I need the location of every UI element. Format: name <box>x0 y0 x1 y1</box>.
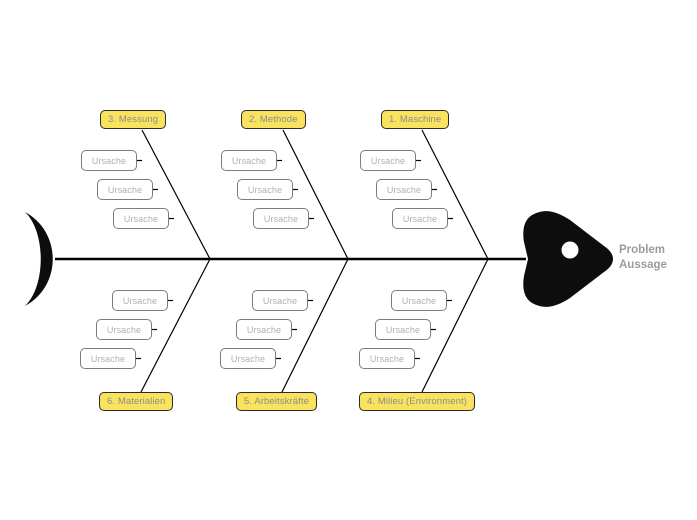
category-box-milieu[interactable]: 4. Milieu (Environment) <box>359 392 475 411</box>
cause-label: Ursache <box>262 295 298 306</box>
cause-label: Ursache <box>402 213 438 224</box>
cause-box-arbeitskraefte-2[interactable]: Ursache <box>236 319 292 340</box>
cause-box-materialien-1[interactable]: Ursache <box>112 290 168 311</box>
category-label-maschine: 1. Maschine <box>389 114 442 125</box>
fish-tail-icon <box>25 212 53 306</box>
category-label-methode: 2. Methode <box>249 114 298 125</box>
cause-label: Ursache <box>91 155 127 166</box>
fish-eye-icon <box>561 241 579 259</box>
rib-line-arbeitskraefte <box>281 258 349 393</box>
cause-label: Ursache <box>247 184 283 195</box>
fishbone-cause-connectors <box>136 159 453 360</box>
cause-label: Ursache <box>246 324 282 335</box>
cause-label: Ursache <box>385 324 421 335</box>
cause-box-methode-2[interactable]: Ursache <box>237 179 293 200</box>
fishbone-ribs <box>140 129 489 393</box>
category-label-arbeitskraefte: 5. Arbeitskräfte <box>244 396 309 407</box>
category-label-materialien: 6. Materialien <box>107 396 166 407</box>
cause-box-milieu-3[interactable]: Ursache <box>359 348 415 369</box>
cause-label: Ursache <box>231 155 267 166</box>
rib-line-methode <box>282 129 349 260</box>
cause-label: Ursache <box>90 353 126 364</box>
cause-label: Ursache <box>401 295 437 306</box>
cause-box-messung-3[interactable]: Ursache <box>113 208 169 229</box>
category-label-milieu: 4. Milieu (Environment) <box>367 396 467 407</box>
cause-box-materialien-2[interactable]: Ursache <box>96 319 152 340</box>
cause-box-materialien-3[interactable]: Ursache <box>80 348 136 369</box>
category-box-messung[interactable]: 3. Messung <box>100 110 167 129</box>
rib-line-materialien <box>140 258 211 393</box>
cause-label: Ursache <box>123 213 159 224</box>
cause-box-arbeitskraefte-3[interactable]: Ursache <box>220 348 276 369</box>
cause-box-milieu-2[interactable]: Ursache <box>375 319 431 340</box>
cause-label: Ursache <box>370 155 406 166</box>
cause-box-messung-2[interactable]: Ursache <box>97 179 153 200</box>
cause-box-maschine-3[interactable]: Ursache <box>392 208 448 229</box>
fish-head-icon <box>523 211 613 307</box>
cause-label: Ursache <box>230 353 266 364</box>
cause-box-methode-3[interactable]: Ursache <box>253 208 309 229</box>
category-box-arbeitskraefte[interactable]: 5. Arbeitskräfte <box>236 392 317 411</box>
rib-line-messung <box>141 129 211 260</box>
cause-box-maschine-2[interactable]: Ursache <box>376 179 432 200</box>
category-label-messung: 3. Messung <box>108 114 159 125</box>
rib-line-maschine <box>421 129 489 260</box>
cause-label: Ursache <box>369 353 405 364</box>
cause-box-methode-1[interactable]: Ursache <box>221 150 277 171</box>
cause-box-arbeitskraefte-1[interactable]: Ursache <box>252 290 308 311</box>
cause-label: Ursache <box>263 213 299 224</box>
problem-statement-label: Problem Aussage <box>619 244 667 271</box>
rib-line-milieu <box>421 258 489 393</box>
cause-box-maschine-1[interactable]: Ursache <box>360 150 416 171</box>
cause-label: Ursache <box>107 184 143 195</box>
cause-label: Ursache <box>106 324 142 335</box>
category-box-maschine[interactable]: 1. Maschine <box>381 110 450 129</box>
cause-box-milieu-1[interactable]: Ursache <box>391 290 447 311</box>
cause-label: Ursache <box>386 184 422 195</box>
category-box-methode[interactable]: 2. Methode <box>241 110 306 129</box>
category-box-materialien[interactable]: 6. Materialien <box>99 392 174 411</box>
cause-label: Ursache <box>122 295 158 306</box>
cause-box-messung-1[interactable]: Ursache <box>81 150 137 171</box>
